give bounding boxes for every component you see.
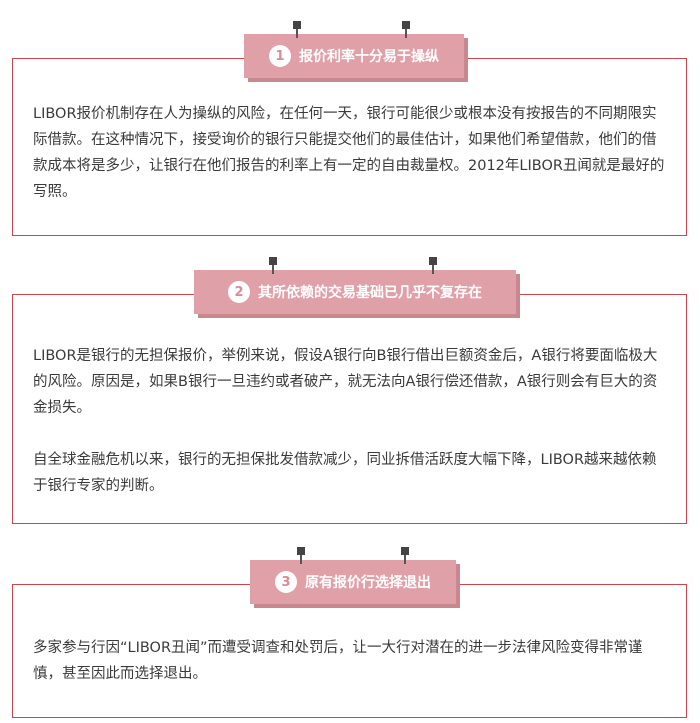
section-2-pin-right-icon xyxy=(429,257,437,274)
section-2-pin-left-icon xyxy=(269,257,277,274)
section-2: LIBOR是银行的无担保报价，举例来说，假设A银行向B银行借出巨额资金后，A银行… xyxy=(12,257,687,524)
section-3-title: 原有报价行选择退出 xyxy=(305,575,431,591)
section-1-tab: 1 报价利率十分易于操纵 xyxy=(244,34,464,78)
section-3: 多家参与行因“LIBOR丑闻”而遭受调查和处罚后，让一大行对潜在的进一步法律风险… xyxy=(12,547,687,718)
section-1-paragraph-1: LIBOR报价机制存在人为操纵的风险，在任何一天，银行可能很少或根本没有按报告的… xyxy=(33,106,665,200)
section-3-pin-right-icon xyxy=(401,547,409,564)
section-2-paragraph-2: 自全球金融危机以来，银行的无担保批发借款减少，同业拆借活跃度大幅下降，LIBOR… xyxy=(33,452,657,494)
section-1: LIBOR报价机制存在人为操纵的风险，在任何一天，银行可能很少或根本没有按报告的… xyxy=(12,21,687,236)
section-1-pin-left-icon xyxy=(293,21,301,38)
section-3-tab: 3 原有报价行选择退出 xyxy=(250,560,456,604)
section-3-pin-left-icon xyxy=(297,547,305,564)
section-3-box: 多家参与行因“LIBOR丑闻”而遭受调查和处罚后，让一大行对潜在的进一步法律风险… xyxy=(12,584,687,718)
section-2-box: LIBOR是银行的无担保报价，举例来说，假设A银行向B银行借出巨额资金后，A银行… xyxy=(12,294,687,524)
section-3-text: 多家参与行因“LIBOR丑闻”而遭受调查和处罚后，让一大行对潜在的进一步法律风险… xyxy=(33,635,668,687)
section-2-tab: 2 其所依赖的交易基础已几乎不复存在 xyxy=(194,270,516,314)
section-2-title: 其所依赖的交易基础已几乎不复存在 xyxy=(258,285,482,301)
section-2-text: LIBOR是银行的无担保报价，举例来说，假设A银行向B银行借出巨额资金后，A银行… xyxy=(33,343,668,499)
section-1-text: LIBOR报价机制存在人为操纵的风险，在任何一天，银行可能很少或根本没有按报告的… xyxy=(33,101,668,205)
section-1-pin-right-icon xyxy=(402,21,410,38)
section-1-box: LIBOR报价机制存在人为操纵的风险，在任何一天，银行可能很少或根本没有按报告的… xyxy=(12,58,687,236)
section-2-number: 2 xyxy=(228,281,250,303)
section-3-number: 3 xyxy=(275,571,297,593)
section-2-paragraph-1: LIBOR是银行的无担保报价，举例来说，假设A银行向B银行借出巨额资金后，A银行… xyxy=(33,348,658,416)
section-3-paragraph-1: 多家参与行因“LIBOR丑闻”而遭受调查和处罚后，让一大行对潜在的进一步法律风险… xyxy=(33,640,643,682)
section-1-title: 报价利率十分易于操纵 xyxy=(299,49,439,65)
section-1-number: 1 xyxy=(269,45,291,67)
